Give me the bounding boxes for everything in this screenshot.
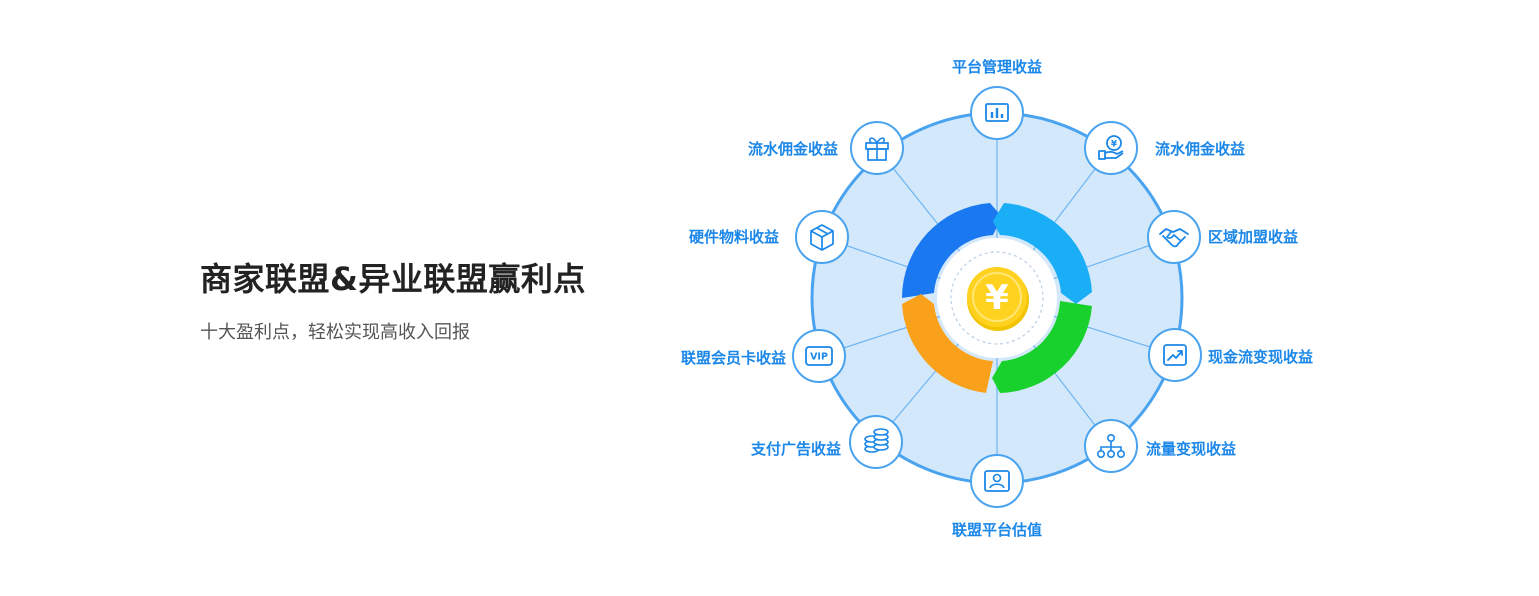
node-label: 联盟会员卡收益 [681, 349, 786, 367]
person-card-icon [984, 470, 1010, 492]
node-label: 支付广告收益 [750, 440, 841, 458]
profit-node: 现金流变现收益 [1148, 328, 1313, 382]
profit-node: 平台管理收益 [952, 58, 1042, 140]
coin [967, 267, 1027, 327]
handshake-icon [1159, 228, 1189, 248]
node-label: 流水佣金收益 [748, 140, 838, 158]
node-label: 联盟平台估值 [952, 521, 1042, 539]
cycle-segment-blue [901, 203, 1002, 298]
page-title: 商家联盟&异业联盟赢利点 [200, 260, 586, 298]
vip-card-icon: VIP [805, 346, 833, 366]
profit-node: 硬件物料收益 [689, 210, 849, 264]
org-tree-icon [1097, 433, 1126, 458]
coin-inner-ring [972, 272, 1022, 322]
profit-node: 流水佣金收益 [748, 121, 904, 175]
profit-node: ¥ 流水佣金收益 [1084, 121, 1245, 175]
cycle-segment-orange [902, 294, 993, 393]
coin-yen-symbol: ¥ [985, 278, 1009, 318]
profit-node: VIP 联盟会员卡收益 [681, 329, 846, 383]
cycle-segment-cyan [993, 203, 1092, 304]
cycle-segment-green [992, 301, 1092, 393]
gift-icon [865, 137, 889, 161]
profit-node: 流量变现收益 [1084, 419, 1236, 473]
node-label: 现金流变现收益 [1208, 348, 1313, 366]
node-label: 硬件物料收益 [689, 228, 779, 246]
center-dashed-ring [950, 251, 1044, 345]
node-label: 流水佣金收益 [1155, 140, 1245, 158]
trend-chart-icon [1163, 344, 1187, 366]
center-cycle: ¥ [901, 203, 1092, 393]
node-circle [792, 329, 846, 383]
coin-stack-icon [864, 428, 889, 453]
node-label: 流量变现收益 [1146, 440, 1236, 458]
node-circle [1148, 328, 1202, 382]
profit-node: 支付广告收益 [750, 415, 903, 469]
profit-node: 联盟平台估值 [952, 454, 1042, 539]
page-subtitle: 十大盈利点，轻松实现高收入回报 [200, 322, 470, 343]
yen-hand-icon: ¥ [1098, 135, 1124, 160]
box-icon [810, 224, 834, 251]
svg-text:¥: ¥ [1111, 140, 1118, 150]
node-circle [1084, 121, 1138, 175]
node-circle [1147, 210, 1201, 264]
profit-node: 区域加盟收益 [1147, 210, 1298, 264]
node-label: 区域加盟收益 [1208, 228, 1298, 246]
svg-text:VIP: VIP [810, 352, 828, 363]
node-label: 平台管理收益 [952, 58, 1042, 76]
bar-chart-icon [985, 103, 1009, 122]
